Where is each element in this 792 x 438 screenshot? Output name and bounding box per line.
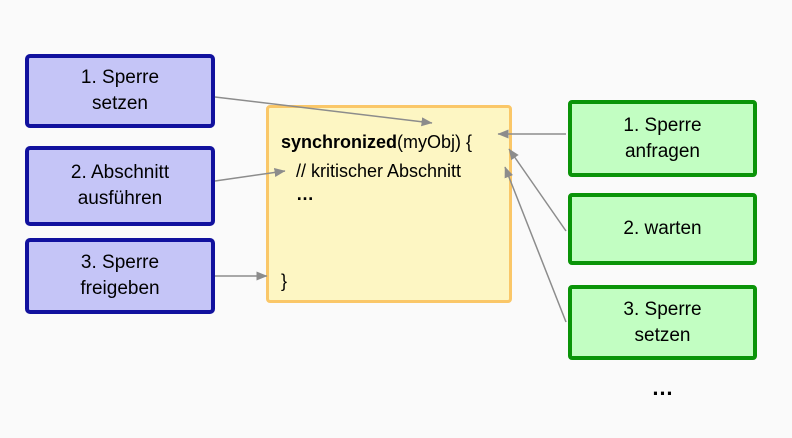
right-box-warten: 2. warten [568,193,757,265]
left-box-sperre-setzen: 1. Sperre setzen [25,54,215,128]
code-keyword-synchronized: synchronized [281,132,398,152]
code-line-synchronized: synchronized(myObj) { [281,131,472,154]
left-box-abschnitt-ausfuehren: 2. Abschnitt ausführen [25,146,215,226]
right-box-1-line-2: anfragen [624,140,700,162]
left-box-3-line-1: 3. Sperre [80,252,160,273]
code-line-ellipsis: … [296,184,314,204]
left-box-2-line-1: 2. Abschnitt [70,162,170,183]
right-box-sperre-setzen: 3. Sperre setzen [568,285,757,360]
right-box-sperre-anfragen: 1. Sperre anfragen [568,100,757,177]
right-box-1-line-1: 1. Sperre [623,114,702,136]
left-box-1-line-2: setzen [92,93,148,114]
right-box-2-line-1: 2. warten [623,218,702,239]
code-line-comment: // kritischer Abschnitt [296,161,462,181]
left-box-3-line-2: freigeben [80,278,160,299]
code-line-1-rest: (myObj) { [397,132,473,152]
right-box-3-line-2: setzen [634,324,691,346]
left-box-2-line-2: ausführen [77,188,163,209]
continuation-ellipsis: … [651,375,674,400]
left-box-sperre-freigeben: 3. Sperre freigeben [25,238,215,314]
arrow-warten-to-code [508,148,567,232]
right-box-3-line-1: 3. Sperre [623,298,702,320]
left-box-1-line-1: 1. Sperre [80,67,160,88]
arrow-sperre-setzen-right-to-code [504,166,567,323]
code-box: synchronized(myObj) { // kritischer Absc… [266,105,512,303]
code-line-closing-brace: } [281,271,288,291]
